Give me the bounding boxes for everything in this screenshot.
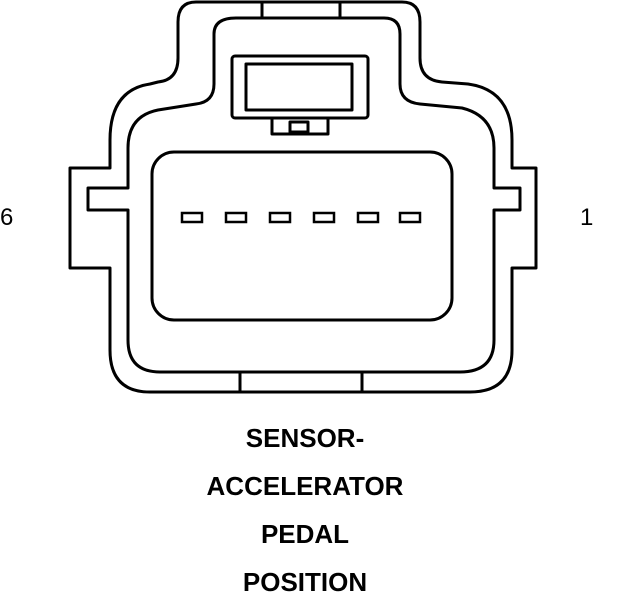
pin-slot-6: [180, 211, 204, 224]
connector-caption: SENSOR- ACCELERATOR PEDAL POSITION: [0, 424, 610, 616]
latch-tab-inner: [288, 120, 310, 134]
terminal-cavity: [150, 150, 454, 322]
caption-line-3: PEDAL: [260, 519, 350, 549]
connector-outer-housing: [68, 0, 538, 394]
pin-slot-5: [224, 211, 248, 224]
pin-slot-1: [398, 211, 422, 224]
caption-line-1: SENSOR-: [245, 423, 365, 453]
caption-line-2: ACCELERATOR: [206, 471, 404, 501]
caption-line-4: POSITION: [242, 567, 368, 597]
pin-slot-2: [356, 211, 380, 224]
connector-diagram: [68, 0, 538, 394]
pin-slot-4: [268, 211, 292, 224]
pin-6-label: 6: [0, 204, 14, 231]
latch-tab: [270, 116, 330, 136]
connector-inner-housing: [86, 16, 522, 374]
latch-inner: [244, 62, 354, 112]
pin-slot-3: [312, 211, 336, 224]
pin-1-label: 1: [580, 204, 594, 231]
